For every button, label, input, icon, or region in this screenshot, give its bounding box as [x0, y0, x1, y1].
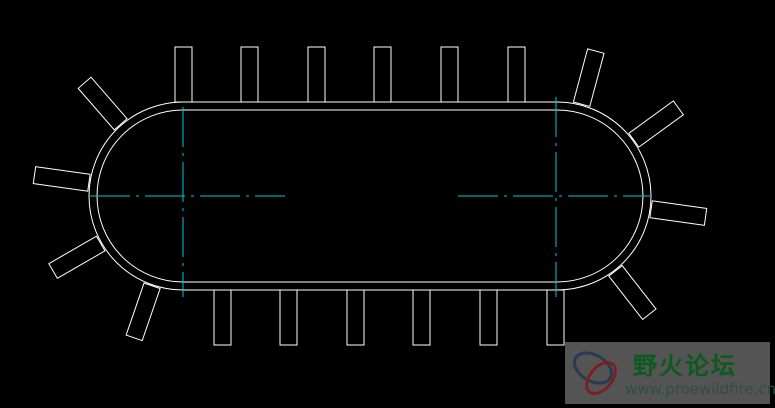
bottom-tooth: [546, 289, 565, 346]
bottom-tooth: [412, 289, 431, 346]
top-tooth: [373, 46, 392, 103]
left-end-tooth: [125, 282, 161, 342]
top-tooth: [507, 46, 526, 103]
bottom-tooth: [346, 289, 365, 346]
inner-track-outline: [96, 109, 644, 283]
watermark: 野火论坛 www.proewildfire.cn: [565, 342, 775, 404]
top-tooth: [174, 46, 193, 103]
top-tooth: [440, 46, 459, 103]
bottom-tooth: [279, 289, 298, 346]
right-end-tooth: [608, 264, 657, 321]
bottom-tooth: [479, 289, 498, 346]
top-tooth: [307, 46, 326, 103]
bottom-tooth: [213, 289, 232, 346]
right-end-tooth: [628, 100, 685, 148]
right-end-tooth: [649, 200, 708, 226]
left-end-tooth: [48, 235, 106, 280]
watermark-title: 野火论坛: [633, 352, 737, 380]
watermark-url: www.proewildfire.cn: [625, 380, 775, 398]
right-end-tooth: [572, 48, 605, 108]
left-end-tooth: [32, 166, 91, 192]
watermark-logo-icon: [573, 351, 617, 395]
left-end-tooth: [77, 76, 128, 131]
top-tooth: [240, 46, 259, 103]
